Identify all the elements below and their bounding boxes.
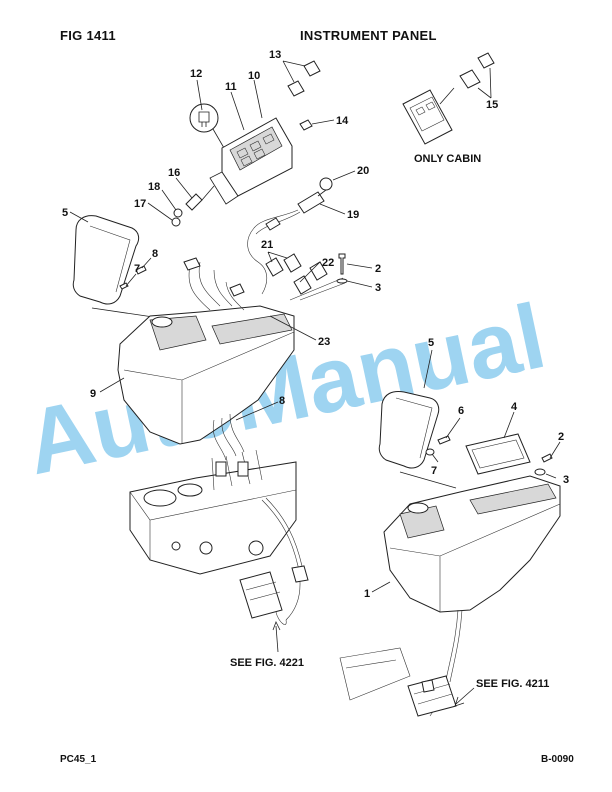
callout-11: 11	[225, 81, 237, 93]
cover-plate-4	[465, 433, 531, 475]
callout-4: 4	[511, 401, 518, 413]
bracket-4221	[239, 571, 283, 619]
connector-21a	[265, 257, 284, 277]
callout-22: 22	[322, 257, 334, 269]
washer-3-lower	[534, 468, 546, 476]
note-see-fig-4211: SEE FIG. 4211	[476, 678, 549, 690]
console-9-slot	[211, 313, 293, 345]
connector-22b	[309, 261, 328, 281]
cover-plate-group	[465, 411, 531, 475]
cover-5-lower	[378, 391, 440, 469]
callout-14: 14	[336, 115, 349, 127]
bulb-detail-circle	[189, 103, 219, 133]
callout-13: 13	[269, 49, 281, 61]
switch-13a	[287, 80, 305, 97]
screw-7-upper	[119, 282, 129, 290]
chassis-hole-1	[143, 489, 177, 507]
note-see-fig-4221: SEE FIG. 4221	[230, 657, 304, 669]
lower-cover-group	[378, 349, 461, 469]
callout-20: 20	[357, 165, 369, 177]
screw-6-lower	[437, 435, 451, 445]
callout-3-upper: 3	[375, 282, 381, 294]
upper-cover-group	[69, 211, 161, 319]
lower-chassis-group	[129, 449, 309, 653]
callout-16: 16	[168, 167, 180, 179]
instrument-cluster-group	[189, 60, 335, 205]
callout-10: 10	[248, 70, 260, 82]
cabin-switch-15a	[459, 69, 481, 89]
ignition-switch-group	[247, 170, 356, 295]
connector-22a	[293, 275, 312, 295]
chassis-hole-2	[177, 483, 203, 497]
bolt-2-lower	[541, 453, 553, 463]
callout-5-lower: 5	[428, 337, 434, 349]
callout-12: 12	[190, 68, 202, 80]
lower-console-group	[339, 475, 561, 717]
page-title: INSTRUMENT PANEL	[300, 28, 437, 43]
footer-drawing-number: B-0090	[541, 754, 574, 765]
clip-14	[299, 119, 313, 131]
callout-21: 21	[261, 239, 273, 251]
callout-1: 1	[364, 588, 370, 600]
callout-9: 9	[90, 388, 96, 400]
chassis-grommet	[248, 540, 264, 556]
upper-console-group	[99, 257, 317, 461]
nut-18	[173, 208, 183, 218]
connector-group-16-18	[147, 177, 215, 227]
cover-5-upper	[72, 215, 140, 305]
connector-21b	[283, 253, 302, 273]
callout-7-upper: 7	[134, 263, 140, 275]
key-ring-20	[319, 177, 333, 191]
footer-page-code: PC45_1	[60, 754, 97, 765]
callout-5-upper: 5	[62, 207, 68, 219]
callout-23: 23	[318, 336, 330, 348]
callout-labels: 12 13 11 10 14 15 16 18 17 20 19 5 8 7 2…	[62, 49, 569, 600]
connector-group-21-22	[265, 251, 373, 301]
screw-8-upper	[135, 265, 147, 275]
cabin-panel	[402, 89, 453, 145]
figure-number: FIG 1411	[60, 28, 116, 43]
bolt-2-upper	[338, 253, 346, 275]
console-1-slot	[469, 483, 557, 515]
callout-2-lower: 2	[558, 431, 564, 443]
callout-8-upper: 8	[152, 248, 158, 260]
washer-17	[171, 217, 181, 227]
only-cabin-detail	[402, 52, 495, 145]
callout-2-upper: 2	[375, 263, 381, 275]
callout-18: 18	[148, 181, 160, 193]
callout-7-lower: 7	[431, 465, 437, 477]
switch-13b	[303, 60, 321, 77]
callout-17: 17	[134, 198, 146, 210]
lower-fastener-group	[399, 441, 561, 489]
callout-6: 6	[458, 405, 464, 417]
callout-8-lower: 8	[279, 395, 285, 407]
washer-7-lower	[425, 448, 435, 456]
callout-3-lower: 3	[563, 474, 569, 486]
callout-19: 19	[347, 209, 359, 221]
note-only-cabin: ONLY CABIN	[414, 153, 481, 165]
cabin-switch-15b	[477, 52, 495, 69]
ignition-switch-19	[297, 191, 325, 214]
connector-16	[185, 193, 203, 211]
callout-15: 15	[486, 99, 498, 111]
sensor-connector-4221	[291, 565, 309, 583]
